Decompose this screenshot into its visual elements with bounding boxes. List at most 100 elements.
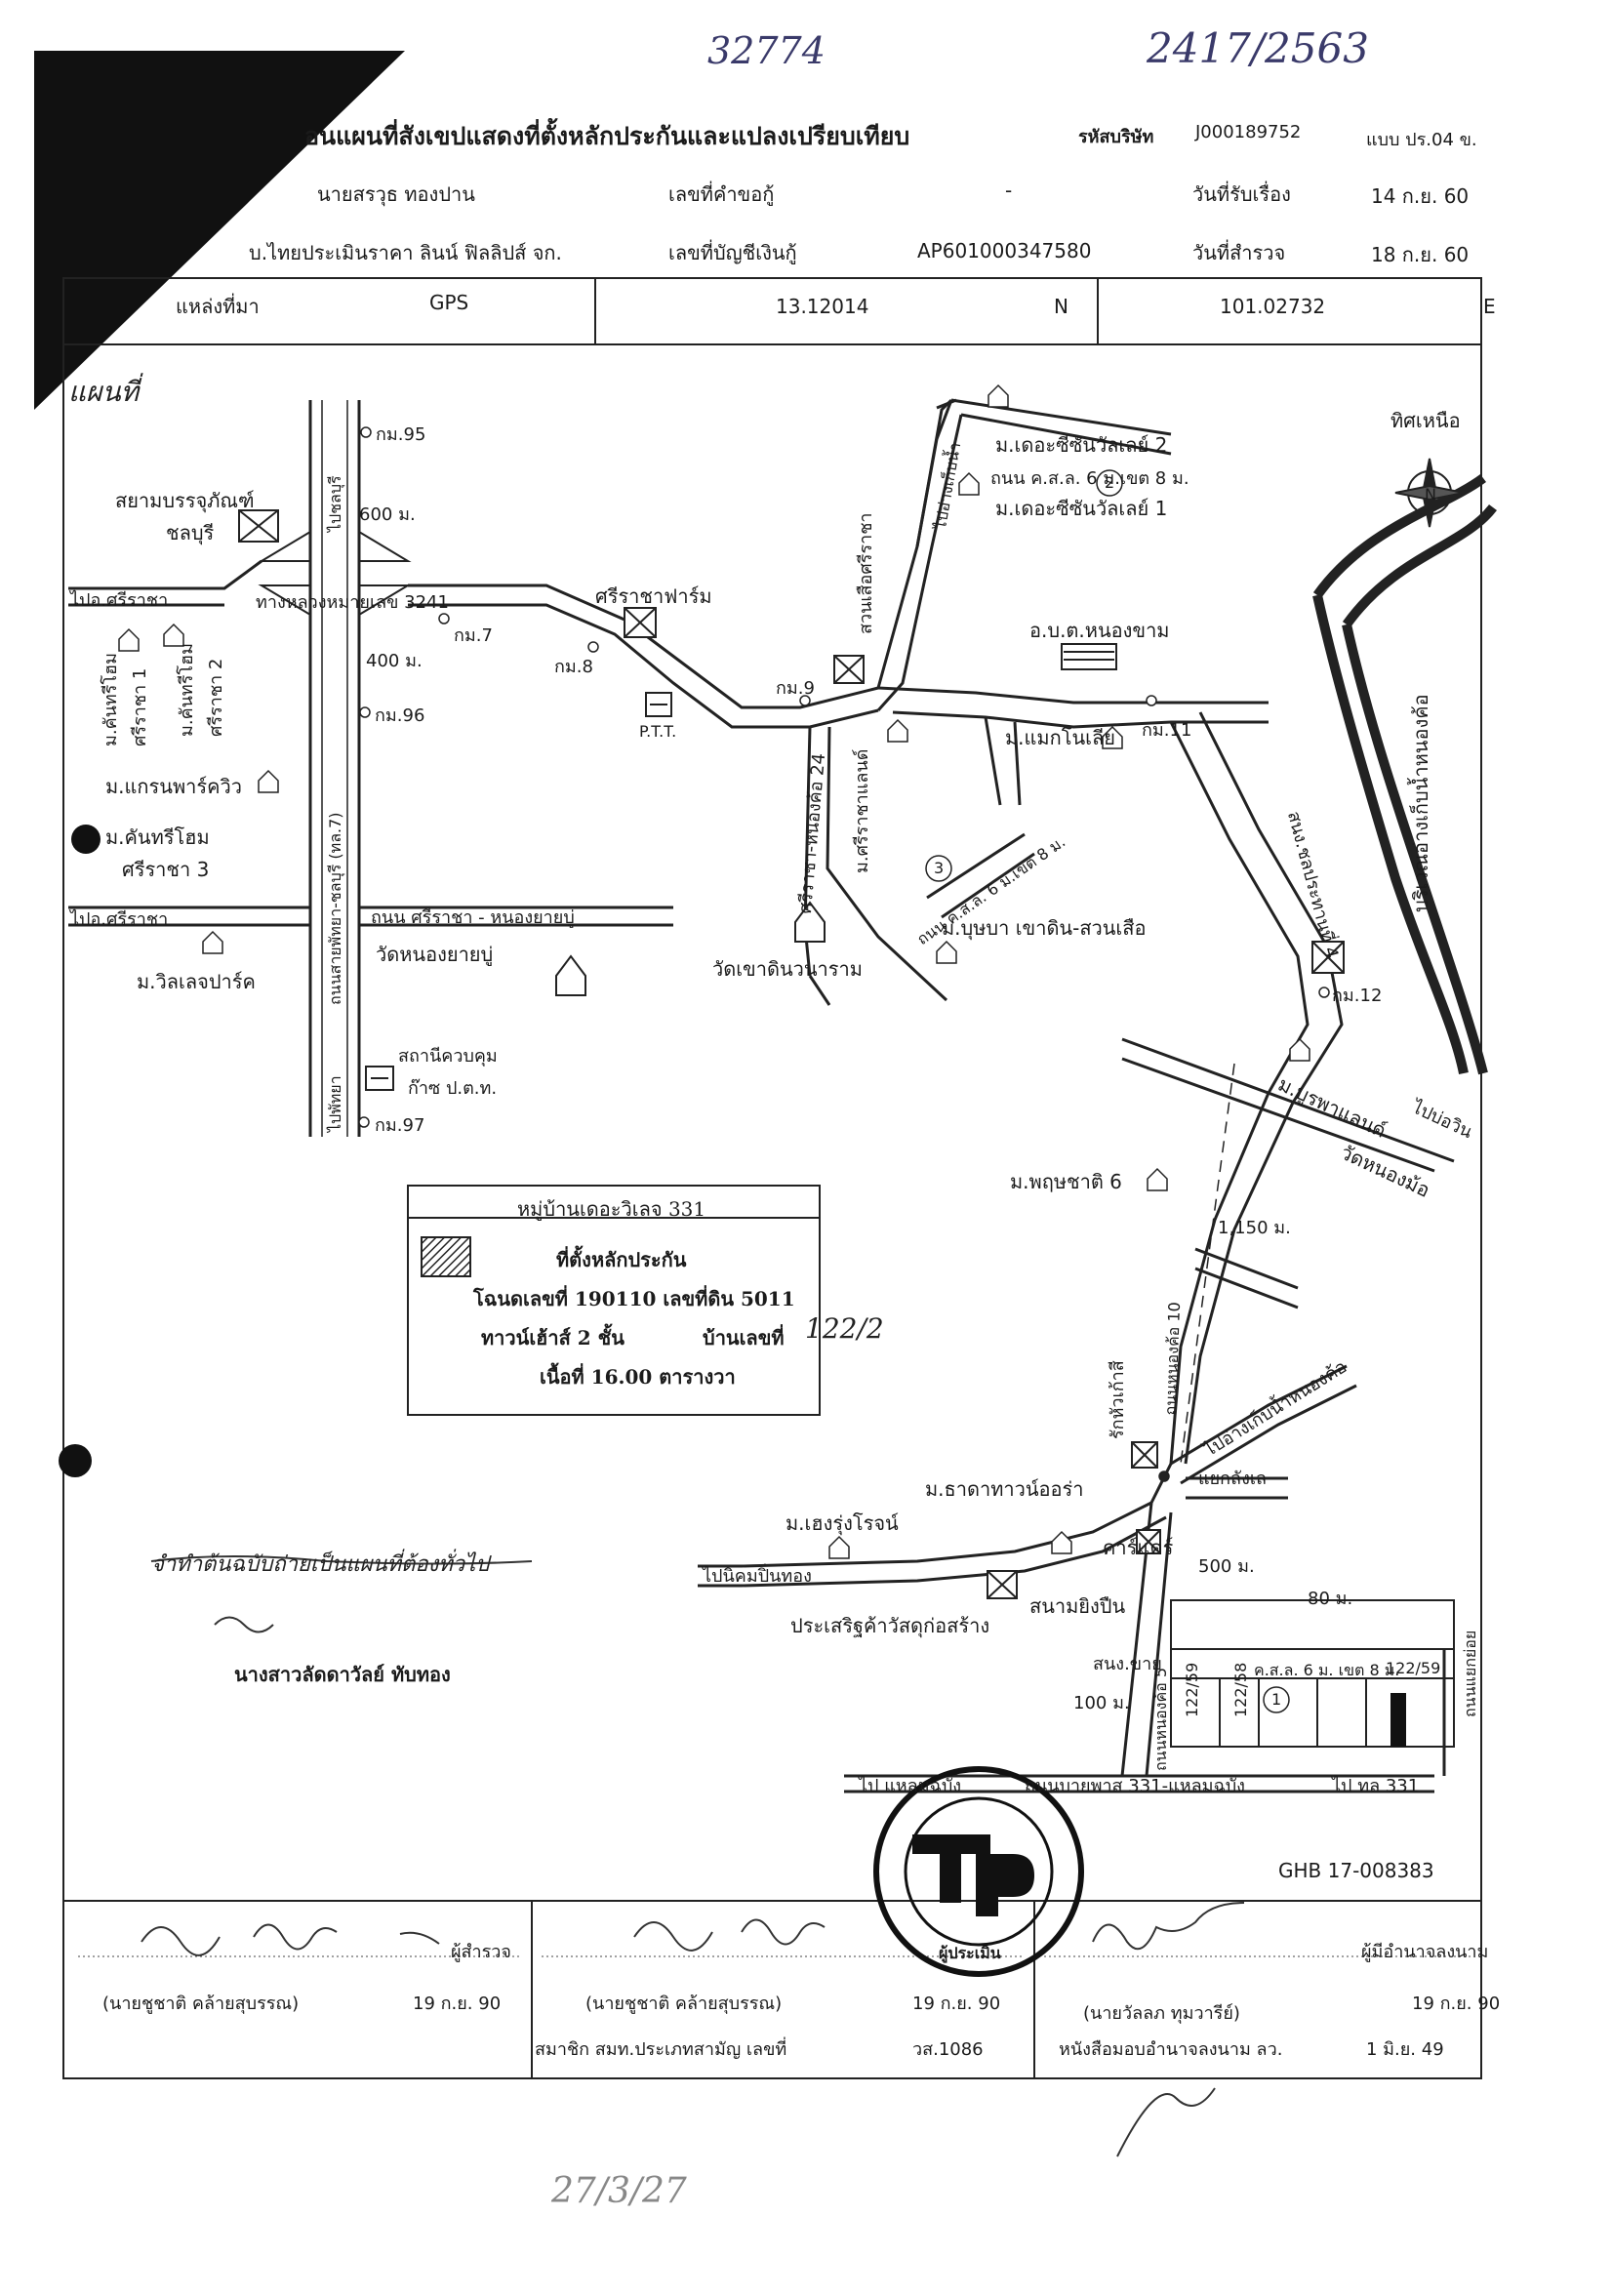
label-kanthree2: ม.คันทรีโฮม (177, 643, 197, 737)
authorized-letter: หนังสือมอบอำนาจลงนาม ลว. (1059, 2039, 1283, 2060)
label-road-nongkho10: ถนนหนองค้อ 10 (1160, 1301, 1185, 1416)
label-lot1: 122/59 (1183, 1662, 1201, 1717)
label-m600: 600 ม. (359, 504, 416, 525)
longitude-dir: E (1483, 295, 1496, 318)
surveyor-role: ผู้สำรวจ (451, 1942, 511, 1962)
source: GPS (429, 291, 469, 314)
label-pruksa: ม.พฤษชาติ 6 (1010, 1170, 1122, 1193)
authorized-letter-date: 1 มิ.ย. 49 (1366, 2039, 1444, 2060)
page-title: อนแผนที่สังเขปแสดงที่ตั้งหลักประกันและแป… (304, 122, 910, 150)
source-label: แหล่งที่มา (176, 295, 260, 318)
label-kanthree2b: ศรีราชา 2 (206, 658, 226, 737)
survey-date-label: วันที่สำรวจ (1192, 241, 1286, 264)
reservoir-shape (1312, 473, 1497, 1075)
label-wat-nongyaibu: วัดหนองยายบู่ (376, 943, 494, 966)
info-legend: ที่ตั้งหลักประกัน (556, 1248, 687, 1271)
village-block (1170, 1599, 1455, 1748)
info-box (407, 1185, 821, 1416)
survey-date: 18 ก.ย. 60 (1371, 243, 1470, 266)
north-n: N (1425, 485, 1436, 504)
certify-name: นางสาวลัดดาวัลย์ ทับทอง (234, 1663, 451, 1686)
handwritten-bottom: 27/3/27 (551, 2171, 687, 2211)
company-stamp (873, 1766, 1084, 1977)
label-sriracha-farm: ศรีราชาฟาร์ม (595, 584, 712, 608)
account-label: เลขที่บัญชีเงินกู้ (668, 241, 797, 264)
label-m500: 500 ม. (1198, 1556, 1255, 1577)
label-ptt: P.T.T. (639, 722, 677, 741)
label-km11: กม.11 (1142, 720, 1192, 741)
certify-note: จำทำต้นฉบับถ่ายเป็นแผนที่ต้องทั่วไป (151, 1552, 490, 1577)
label-km96: กม.96 (375, 705, 425, 726)
label-to-laem: ไป แหลมฉบัง (859, 1776, 962, 1796)
label-kanthree1b: ศรีราชา 1 (130, 667, 150, 746)
label-kanthree3b: ศรีราชา 3 (122, 858, 210, 881)
request-no-label: เลขที่คำขอกู้ (668, 182, 775, 206)
label-magnolia: ม.แมกโนเลีย (1005, 726, 1115, 749)
label-km95: กม.95 (376, 424, 426, 445)
surveyor-date: 19 ก.ย. 90 (413, 1994, 502, 2014)
reviewer-date: 19 ก.ย. 90 (912, 1994, 1001, 2014)
label-m1150: 1,150 ม. (1218, 1218, 1291, 1238)
label-m400: 400 ม. (366, 651, 423, 671)
label-km12: กม.12 (1332, 986, 1383, 1006)
label-sukhumvit: ถนนสายพัทยา-ชลบุรี (ทล.7) (326, 812, 344, 1005)
collateral-mark (1390, 1693, 1406, 1747)
label-zoo: สวนเสือศรีราชา (856, 512, 876, 634)
label-station1: สถานีควบคุม (398, 1046, 498, 1067)
reviewer-member: สมาชิก สมท.ประเภทสามัญ เลขที่ (535, 2039, 787, 2060)
label-station2: ก๊าซ ป.ต.ท. (408, 1078, 498, 1099)
request-no: - (1005, 179, 1013, 202)
label-obt: อ.บ.ต.หนองขาม (1029, 619, 1170, 642)
label-to-sriracha-1: ไปอ.ศรีราชา (70, 590, 169, 611)
label-km97: กม.97 (375, 1115, 425, 1136)
label-junction: แยกลังเล (1198, 1469, 1268, 1489)
label-road-sriracha-nongyaibu: ถนน ศรีราชา - หนองยายบู่ (371, 907, 575, 928)
handwritten-top-mid: 32774 (707, 29, 826, 72)
label-to-331: ไป ทล 331 (1332, 1776, 1420, 1796)
label-office: สนง.ขาย (1093, 1654, 1162, 1674)
label-road-bypass: ถนนบายพาส 331-แหลมฉบัง (1025, 1776, 1245, 1796)
label-km7: กม.7 (454, 625, 493, 646)
label-m80: 80 ม. (1308, 1589, 1353, 1609)
received-date-label: วันที่รับเรื่อง (1192, 182, 1291, 206)
account-no: AP601000347580 (917, 239, 1092, 262)
form-type: แบบ ปร.04 ข. (1366, 130, 1477, 150)
reviewer-member-no: วส.1086 (912, 2039, 984, 2060)
label-prasert: ประเสริฐค้าวัสดุก่อสร้าง (790, 1614, 990, 1637)
label-m100: 100 ม. (1073, 1693, 1130, 1713)
label-siam: สยามบรรจุภัณฑ์ (115, 489, 255, 512)
stamp-text: ผู้ประเมิน (939, 1944, 1001, 1962)
label-chonburi: ชลบุรี (166, 521, 215, 544)
map-label: แผนที่ (68, 376, 140, 408)
label-hwy3241: ทางหลวงหมายเลข 3241 (256, 592, 449, 613)
info-deed: โฉนดเลขที่ 190110 เลขที่ดิน 5011 (473, 1287, 795, 1310)
label-the-chic-1: ม.เดอะซีซันวัลเลย์ 2 (995, 433, 1168, 457)
latitude-dir: N (1054, 295, 1068, 318)
label-lot2: 122/58 (1231, 1662, 1250, 1717)
authorized-date: 19 ก.ย. 90 (1412, 1994, 1501, 2014)
info-area: เนื้อที่ 16.00 ตารางวา (540, 1365, 736, 1389)
label-km9: กม.9 (776, 678, 815, 699)
company-code-label: รหัสบริษัท (1078, 127, 1154, 147)
label-bussaba: ม.บุษบา เขาดิน-สวนเสือ (942, 916, 1147, 940)
label-road-ks: ถนน ค.ส.ล. 6 ม.เขต 8 ม. (990, 468, 1189, 489)
map-frame (62, 277, 1482, 2079)
circle-3: 3 (934, 859, 945, 877)
label-road-ks4: ค.ส.ล. 6 ม. เขต 8 ม. (1254, 1661, 1400, 1679)
label-rak-paw: รักหัวเก้าสี (1108, 1360, 1128, 1439)
label-the-chic-2: ม.เดอะซีซันวัลเลย์ 1 (995, 497, 1168, 520)
label-to-sriracha-2: ไปอ.ศรีราชา (70, 909, 169, 930)
road-sukhumvit (308, 400, 361, 1137)
applicant: นายสรวุธ ทองปาน (317, 182, 475, 206)
info-house-no: 122/2 (805, 1312, 884, 1345)
label-sriracha-land: ม.ศรีราชาแลนด์ (852, 748, 872, 873)
info-house-type: ทาวน์เฮ้าส์ 2 ชั้น (481, 1326, 625, 1349)
circle-1: 1 (1271, 1690, 1282, 1709)
company-code: J000189752 (1195, 122, 1302, 142)
north-label: ทิศเหนือ (1390, 409, 1461, 432)
label-lot3: 122/59 (1386, 1659, 1441, 1677)
label-village-park: ม.วิลเลจปาร์ค (137, 970, 256, 993)
label-to-nikhom: ไปนิคมปิ่นทอง (703, 1566, 812, 1587)
legend-hatch (421, 1236, 471, 1277)
